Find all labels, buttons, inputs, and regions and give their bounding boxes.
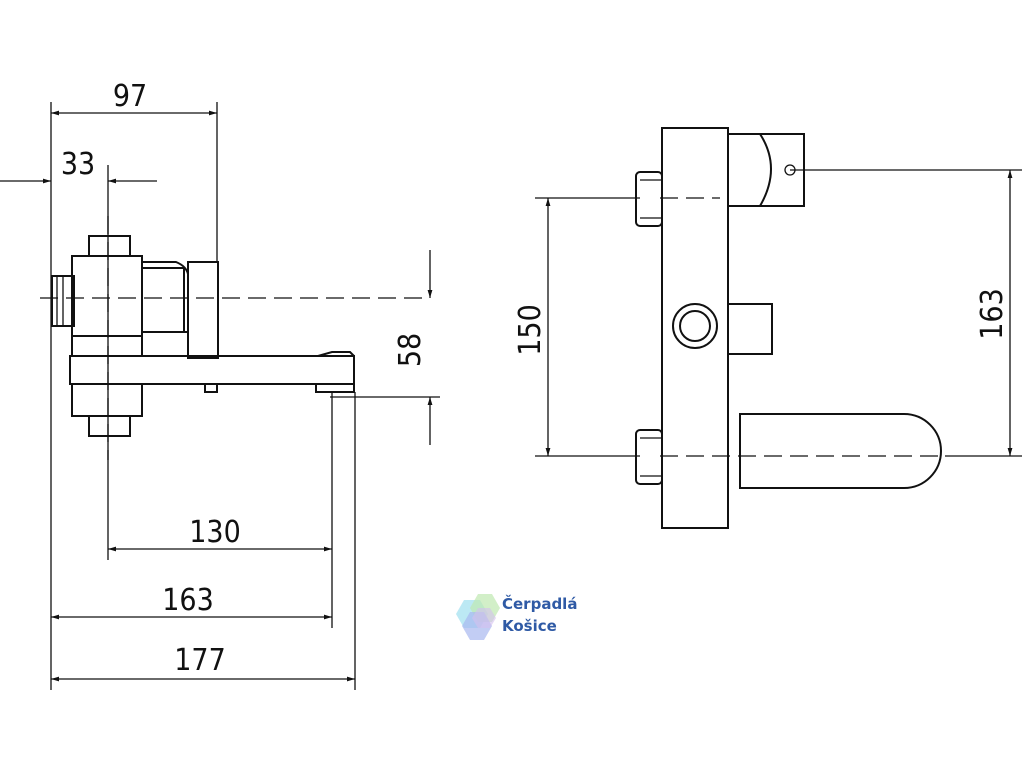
company-logo-text: Čerpadlá Košice	[502, 593, 577, 637]
dim-33: 33	[61, 147, 95, 182]
front-view: 150 163	[513, 127, 1022, 529]
dim-163-front: 163	[975, 288, 1010, 340]
dim-177: 177	[174, 643, 226, 678]
logo-line-2: Košice	[502, 617, 557, 635]
dim-163-side: 163	[162, 583, 214, 618]
side-view: 97 33 58 130 163 177	[0, 79, 440, 690]
dim-130: 130	[189, 515, 241, 550]
dim-97: 97	[113, 79, 147, 114]
company-logo-icon	[456, 594, 500, 640]
dim-150: 150	[513, 304, 548, 356]
logo-line-1: Čerpadlá	[502, 595, 578, 613]
dim-58: 58	[393, 333, 428, 367]
